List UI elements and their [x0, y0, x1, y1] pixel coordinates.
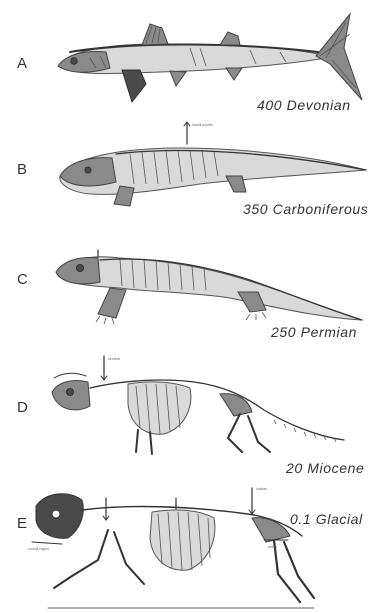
svg-text:pelvis: pelvis	[268, 545, 277, 549]
svg-text:lumbar: lumbar	[256, 487, 268, 491]
miocene-mammal-illustration: cervical	[44, 352, 364, 460]
glacial-mammal-illustration: lumbar cranial region pelvis	[28, 480, 318, 610]
svg-text:cervical: cervical	[108, 357, 120, 361]
panel-b: B sacral pointer 350 Carboniferous	[0, 118, 381, 230]
panel-letter-a: A	[17, 56, 27, 71]
panel-letter-e: E	[17, 516, 27, 531]
panel-d: D cervical 20 Miocene	[0, 348, 381, 478]
panel-letter-c: C	[17, 272, 28, 287]
devonian-fish-illustration	[50, 8, 365, 108]
panel-letter-d: D	[17, 400, 28, 415]
panel-caption-a: 400 Devonian	[257, 98, 351, 112]
permian-reptile-illustration	[50, 230, 370, 330]
panel-caption-d: 20 Miocene	[286, 461, 364, 475]
panel-caption-c: 250 Permian	[271, 325, 357, 339]
panel-a: A 400 Devonian	[0, 0, 381, 118]
panel-caption-e: 0.1 Glacial	[290, 512, 363, 526]
panel-caption-b: 350 Carboniferous	[243, 202, 368, 216]
panel-letter-b: B	[17, 162, 27, 177]
panel-e: E lumbar cranial region pelvis 0.1 Glaci…	[0, 478, 381, 613]
svg-text:sacral pointer: sacral pointer	[192, 123, 214, 127]
carboniferous-amphibian-illustration: sacral pointer	[50, 118, 370, 212]
panel-c: C 250 Permian	[0, 230, 381, 348]
svg-text:cranial region: cranial region	[28, 547, 49, 551]
